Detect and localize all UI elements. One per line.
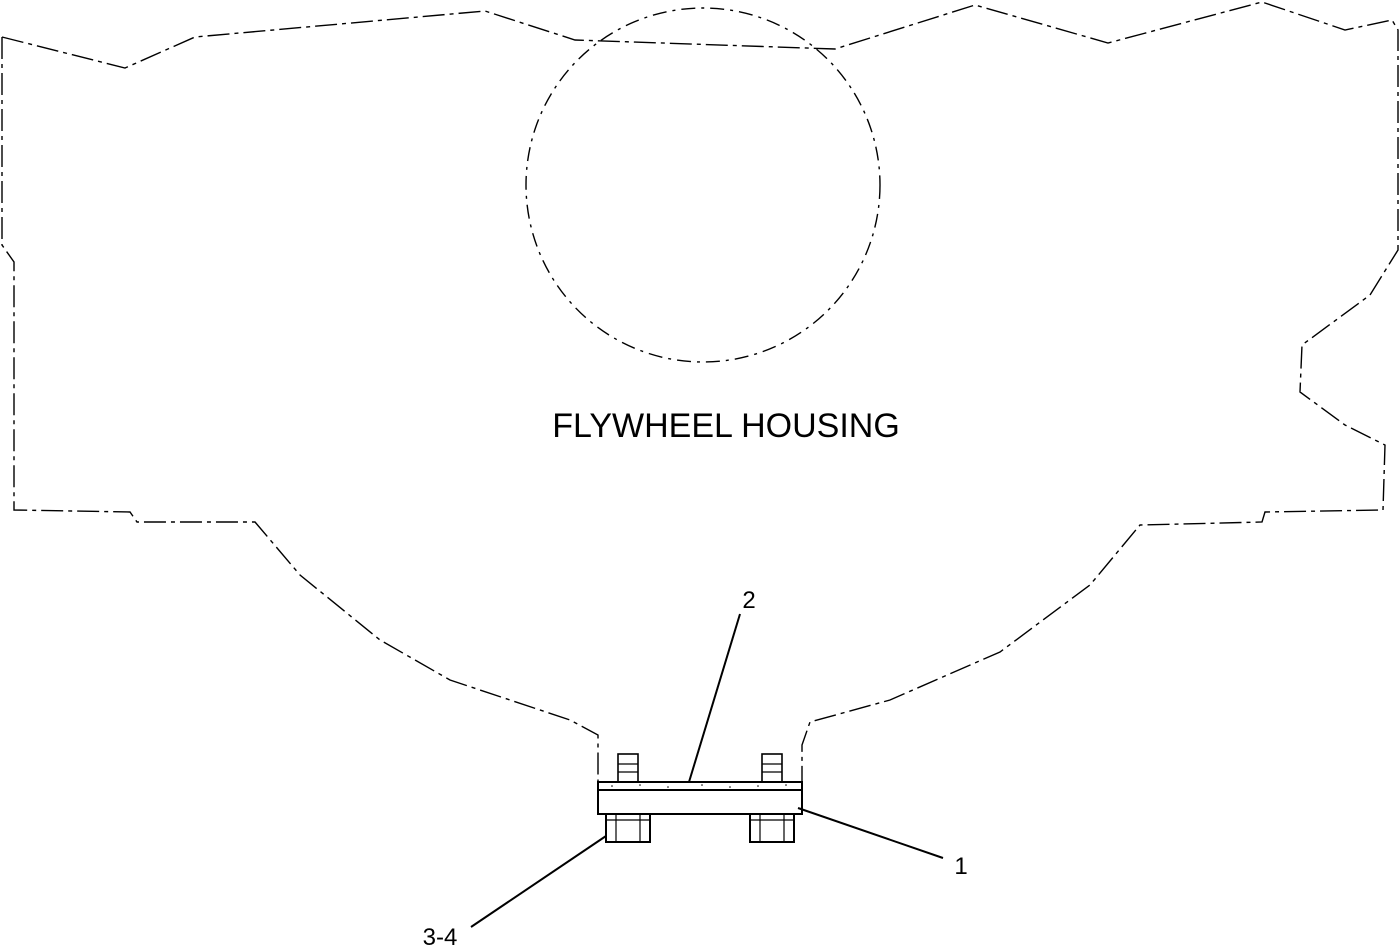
pad-texture <box>611 784 787 788</box>
callout-1: 1 <box>954 853 967 880</box>
housing-outline <box>1 1 1399 800</box>
leader-2 <box>688 613 741 783</box>
left-stud <box>617 753 639 785</box>
right-nut <box>749 813 795 843</box>
flywheel-circle <box>525 7 881 363</box>
right-stud <box>761 753 783 785</box>
left-nut <box>605 813 651 843</box>
callout-2: 2 <box>742 587 755 614</box>
leader-3-4 <box>470 835 607 928</box>
callout-3-4: 3-4 <box>423 924 458 949</box>
leader-1 <box>797 807 944 859</box>
rubber-pad <box>597 781 803 791</box>
mounting-plate <box>597 789 803 815</box>
mounting-plate-assembly <box>597 753 803 843</box>
housing-label: FLYWHEEL HOUSING <box>552 407 900 445</box>
